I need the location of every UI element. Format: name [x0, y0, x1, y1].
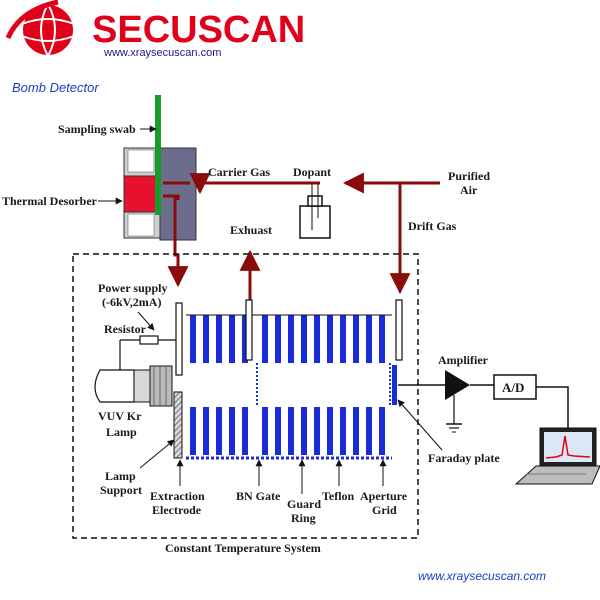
page-subtitle: Bomb Detector [12, 80, 99, 95]
brand-url: www.xraysecuscan.com [103, 47, 221, 59]
label-thermal-desorber: Thermal Desorber [2, 194, 98, 208]
label-purified-air-2: Air [460, 183, 478, 197]
label-amplifier: Amplifier [438, 353, 489, 367]
laptop-icon [514, 427, 600, 485]
label-guard-ring-1: Guard [287, 497, 321, 511]
label-resistor: Resistor [104, 322, 147, 336]
lamp-support-pointer [139, 439, 175, 469]
gas-lines [163, 172, 440, 300]
label-carrier-gas: Carrier Gas [208, 165, 270, 179]
footer-url: www.xraysecuscan.com [418, 569, 546, 583]
drift-rings-bottom [186, 407, 392, 460]
label-power-supply-2: (-6kV,2mA) [102, 295, 161, 309]
label-faraday: Faraday plate [428, 451, 500, 465]
faraday-plate [392, 365, 397, 405]
label-constant-temperature: Constant Temperature System [165, 541, 321, 555]
dopant-bottle-icon [299, 183, 331, 239]
label-aperture-2: Grid [372, 503, 397, 517]
label-extraction-1: Extraction [150, 489, 205, 503]
label-exhaust: Exhuast [230, 223, 272, 237]
label-vuv-2: Lamp [106, 425, 137, 439]
label-bn-gate: BN Gate [236, 489, 281, 503]
amplifier-icon [445, 370, 470, 433]
globe-logo-icon [5, 0, 75, 57]
label-sampling-swab: Sampling swab [58, 122, 136, 136]
power-pointer [137, 311, 155, 331]
drift-rings-top [186, 314, 392, 363]
label-teflon: Teflon [322, 489, 355, 503]
label-lamp-support-1: Lamp [105, 469, 136, 483]
label-ad: A/D [502, 380, 524, 395]
label-purified-air-1: Purified [448, 169, 490, 183]
signal-wire-3 [536, 386, 569, 430]
label-vuv-1: VUV Kr [98, 409, 142, 423]
label-dopant: Dopant [293, 165, 331, 179]
resistor-circuit [119, 335, 176, 372]
label-drift-gas: Drift Gas [408, 219, 457, 233]
faraday-pointer [397, 399, 443, 451]
vuv-lamp-icon [94, 365, 173, 407]
label-power-supply-1: Power supply [98, 281, 167, 295]
label-lamp-support-2: Support [100, 483, 142, 497]
label-extraction-2: Electrode [152, 503, 202, 517]
sampling-swab-rod [155, 95, 161, 215]
label-guard-ring-2: Ring [291, 511, 316, 525]
exhaust-port [245, 299, 253, 361]
label-aperture-1: Aperture [360, 489, 408, 503]
drift-gas-port [395, 299, 403, 361]
brand-name: SECUSCAN [92, 9, 305, 51]
constant-temperature-box [72, 253, 419, 539]
extraction-electrode-top [175, 302, 183, 376]
lamp-support [173, 391, 183, 459]
